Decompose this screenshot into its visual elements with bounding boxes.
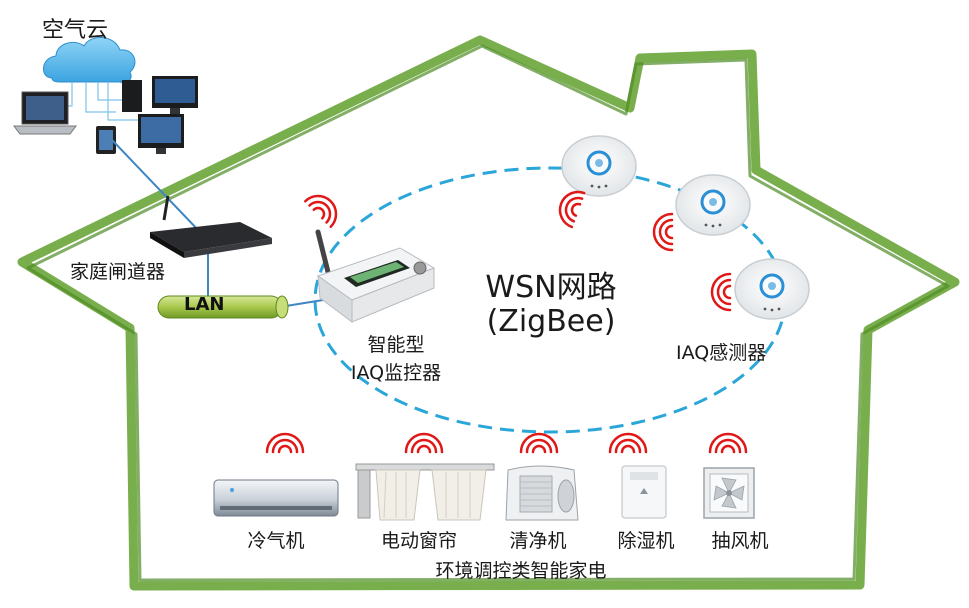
wireless-signal-icon: [304, 194, 338, 228]
wireless-signal-icon: [265, 432, 305, 454]
appliance-label-ac: 冷气机: [247, 530, 305, 552]
air-conditioner-icon: [213, 479, 339, 517]
house-outline: [17, 35, 960, 591]
laptop-icon: [13, 91, 77, 135]
monitor-icon: [138, 114, 184, 154]
wireless-signal-icon: [708, 432, 748, 454]
exhaust-fan-icon: [703, 467, 755, 519]
iaq-controller-icon: [315, 229, 436, 323]
tablet-icon: [96, 126, 116, 154]
appliance-label-curtain: 电动窗帘: [380, 530, 457, 552]
network-title: WSN网路: [485, 270, 617, 305]
appliance-label-exhaust-fan: 抽风机: [711, 530, 769, 552]
iaq-sensor-icon: [675, 174, 751, 236]
gateway-router-icon: [150, 195, 272, 258]
appliance-label-purifier: 清净机: [509, 530, 567, 552]
wireless-signal-icon: [710, 272, 732, 312]
wireless-signal-icon: [404, 432, 444, 454]
air-purifier-icon: [505, 465, 579, 521]
iaq-sensor-icon: [734, 258, 810, 320]
wireless-signal-icon: [652, 212, 674, 252]
lan-cable-icon: [157, 295, 289, 319]
sensors-label: IAQ感测器: [676, 342, 767, 364]
appliances-caption: 环境调控类智能家电: [435, 560, 607, 582]
controller-label-line1: 智能型: [367, 334, 425, 356]
cloud-icon: [43, 37, 136, 83]
dehumidifier-icon: [621, 465, 667, 519]
iaq-sensor-icon: [561, 135, 637, 197]
network-subtitle: (ZigBee): [486, 304, 616, 339]
wireless-signal-icon: [608, 432, 648, 454]
appliance-label-dehumidifier: 除湿机: [617, 530, 675, 552]
wireless-signal-icon: [558, 190, 586, 229]
lan-label: LAN: [184, 294, 225, 315]
wireless-signal-icon: [519, 432, 559, 454]
controller-label-line2: IAQ监控器: [350, 362, 442, 384]
cloud-label: 空气云: [42, 18, 109, 43]
gateway-label: 家庭闸道器: [70, 261, 166, 283]
desktop-computer-icon: [122, 76, 198, 116]
electric-curtain-icon: [355, 463, 495, 521]
